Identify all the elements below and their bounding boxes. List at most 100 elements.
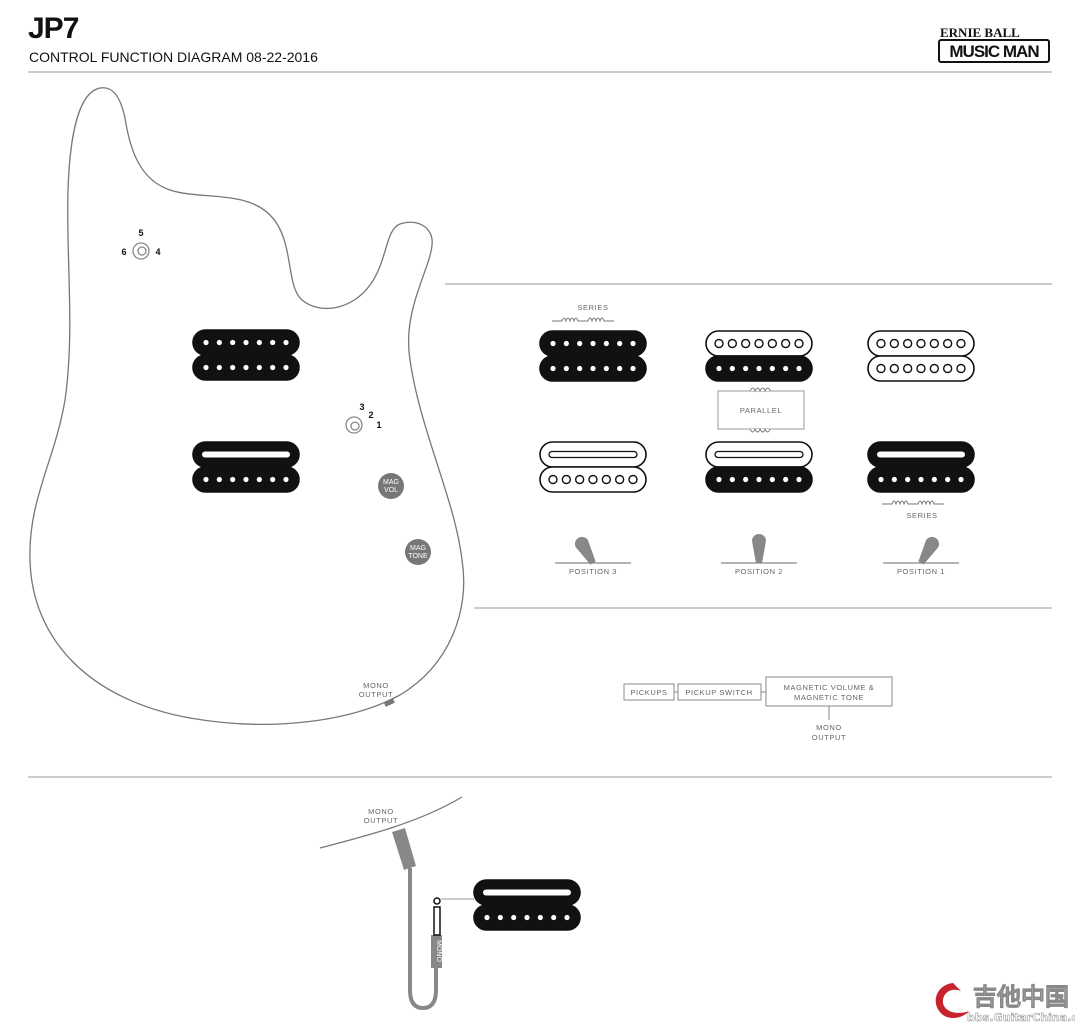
- guitar-body-outline: [29, 87, 465, 725]
- pickup-coil-black-blade: [867, 441, 975, 468]
- pickup-coil-black-blade: [192, 441, 300, 468]
- pole-piece: [956, 363, 966, 374]
- pickup-switch-position-1[interactable]: POSITION 1: [883, 534, 959, 576]
- mag-volume-knob[interactable]: MAG VOL: [378, 473, 404, 499]
- pole-piece: [551, 914, 557, 921]
- knob-label: MAG: [410, 545, 426, 552]
- pole-piece: [243, 339, 249, 346]
- pole-piece: [561, 474, 572, 485]
- pickup-coil-black-dots: [473, 904, 581, 931]
- pole-piece: [216, 339, 222, 346]
- output-label: MONO: [368, 807, 394, 816]
- pole-piece: [524, 914, 530, 921]
- pole-piece: [230, 339, 236, 346]
- pole-piece: [942, 338, 953, 349]
- pole-piece: [256, 364, 262, 371]
- pole-piece: [780, 338, 791, 349]
- pole-piece: [729, 365, 735, 372]
- pole-piece: [958, 476, 964, 483]
- pickup-coil-black-blade: [473, 879, 581, 906]
- switch-number: 6: [121, 247, 126, 257]
- bridge-humbucker: [192, 441, 300, 493]
- pickup-coil-black-dots: [705, 355, 813, 382]
- pole-piece: [550, 365, 556, 372]
- coil-icon: [749, 427, 771, 433]
- pole-piece: [617, 340, 623, 347]
- pole-piece: [891, 476, 897, 483]
- knob-label: TONE: [408, 553, 428, 560]
- pole-piece: [628, 474, 638, 485]
- pickup-switch-position-3[interactable]: POSITION 3: [555, 534, 631, 576]
- cable: [408, 868, 438, 1011]
- pole-piece: [783, 476, 789, 483]
- dragon-logo-icon: [935, 983, 969, 1018]
- series-wiring-pos3: SERIES: [552, 303, 614, 323]
- pole-piece: [876, 338, 886, 349]
- pickup-coil-white-blade: [705, 441, 813, 468]
- flow-pickups: PICKUPS: [630, 688, 667, 697]
- output-label: MONO: [363, 681, 389, 690]
- bridge-humbucker-output: [473, 879, 581, 931]
- logo-top-text: ERNIE BALL: [940, 25, 1020, 40]
- pole-piece: [203, 476, 209, 483]
- pole-piece: [630, 365, 636, 372]
- pole-piece: [603, 365, 609, 372]
- pole-piece: [767, 338, 778, 349]
- pole-piece: [270, 364, 276, 371]
- cable-label: MONO: [435, 940, 442, 962]
- switch-lever-icon: [918, 536, 939, 565]
- ernie-ball-music-man-logo: ERNIE BALL MUSIC MAN: [938, 25, 1050, 63]
- signal-flow-chart: PICKUPS PICKUP SWITCH MAGNETIC VOLUME & …: [623, 676, 893, 742]
- pole-piece: [243, 364, 249, 371]
- pole-piece: [216, 476, 222, 483]
- pole-piece: [203, 339, 209, 346]
- pickup-coil-white-dots: [705, 330, 813, 357]
- pole-piece: [876, 363, 886, 374]
- knob-label: MAG: [383, 479, 399, 486]
- pole-piece: [743, 476, 749, 483]
- pole-piece: [769, 365, 775, 372]
- pole-piece: [727, 338, 738, 349]
- flow-mag-controls: MAGNETIC TONE: [794, 693, 864, 702]
- switch-number: 2: [368, 410, 373, 420]
- coil-icon: [882, 500, 944, 506]
- pole-piece: [588, 474, 598, 485]
- pole-piece: [564, 914, 570, 921]
- pole-piece: [729, 476, 735, 483]
- pole-piece: [243, 476, 249, 483]
- pole-piece: [796, 365, 802, 372]
- mono-output-jack[interactable]: MONO OUTPUT: [359, 681, 395, 707]
- pole-piece: [548, 474, 558, 485]
- pole-piece: [796, 476, 802, 483]
- pole-piece: [550, 340, 556, 347]
- pole-piece: [630, 340, 636, 347]
- pickup-selector-switch[interactable]: 3 2 1: [345, 402, 382, 434]
- flow-mag-controls: MAGNETIC VOLUME &: [784, 683, 875, 692]
- pole-piece: [902, 338, 913, 349]
- pole-piece: [577, 365, 583, 372]
- parallel-label: PARALLEL: [740, 406, 782, 415]
- pole-piece: [945, 476, 951, 483]
- bridge-humbucker-position-3: [539, 441, 647, 493]
- pole-piece: [716, 365, 722, 372]
- pickup-coil-white-dots: [867, 355, 975, 382]
- pole-piece: [203, 364, 209, 371]
- rotary-switch-upper[interactable]: 5 6 4: [121, 228, 161, 260]
- pole-piece: [942, 363, 953, 374]
- pole-piece: [714, 338, 724, 349]
- pole-piece: [497, 914, 503, 921]
- pole-piece: [756, 365, 762, 372]
- switch-lever-icon: [752, 534, 766, 563]
- pickup-coil-black-dots: [539, 355, 647, 382]
- pole-piece: [283, 476, 289, 483]
- pole-piece: [889, 363, 900, 374]
- pickup-switch-position-2[interactable]: POSITION 2: [721, 534, 797, 576]
- page-title: JP7: [28, 12, 79, 45]
- pole-piece: [743, 365, 749, 372]
- pole-piece: [929, 338, 940, 349]
- pole-piece: [878, 476, 884, 483]
- pole-piece: [769, 476, 775, 483]
- pole-piece: [918, 476, 924, 483]
- mag-tone-knob[interactable]: MAG TONE: [405, 539, 431, 565]
